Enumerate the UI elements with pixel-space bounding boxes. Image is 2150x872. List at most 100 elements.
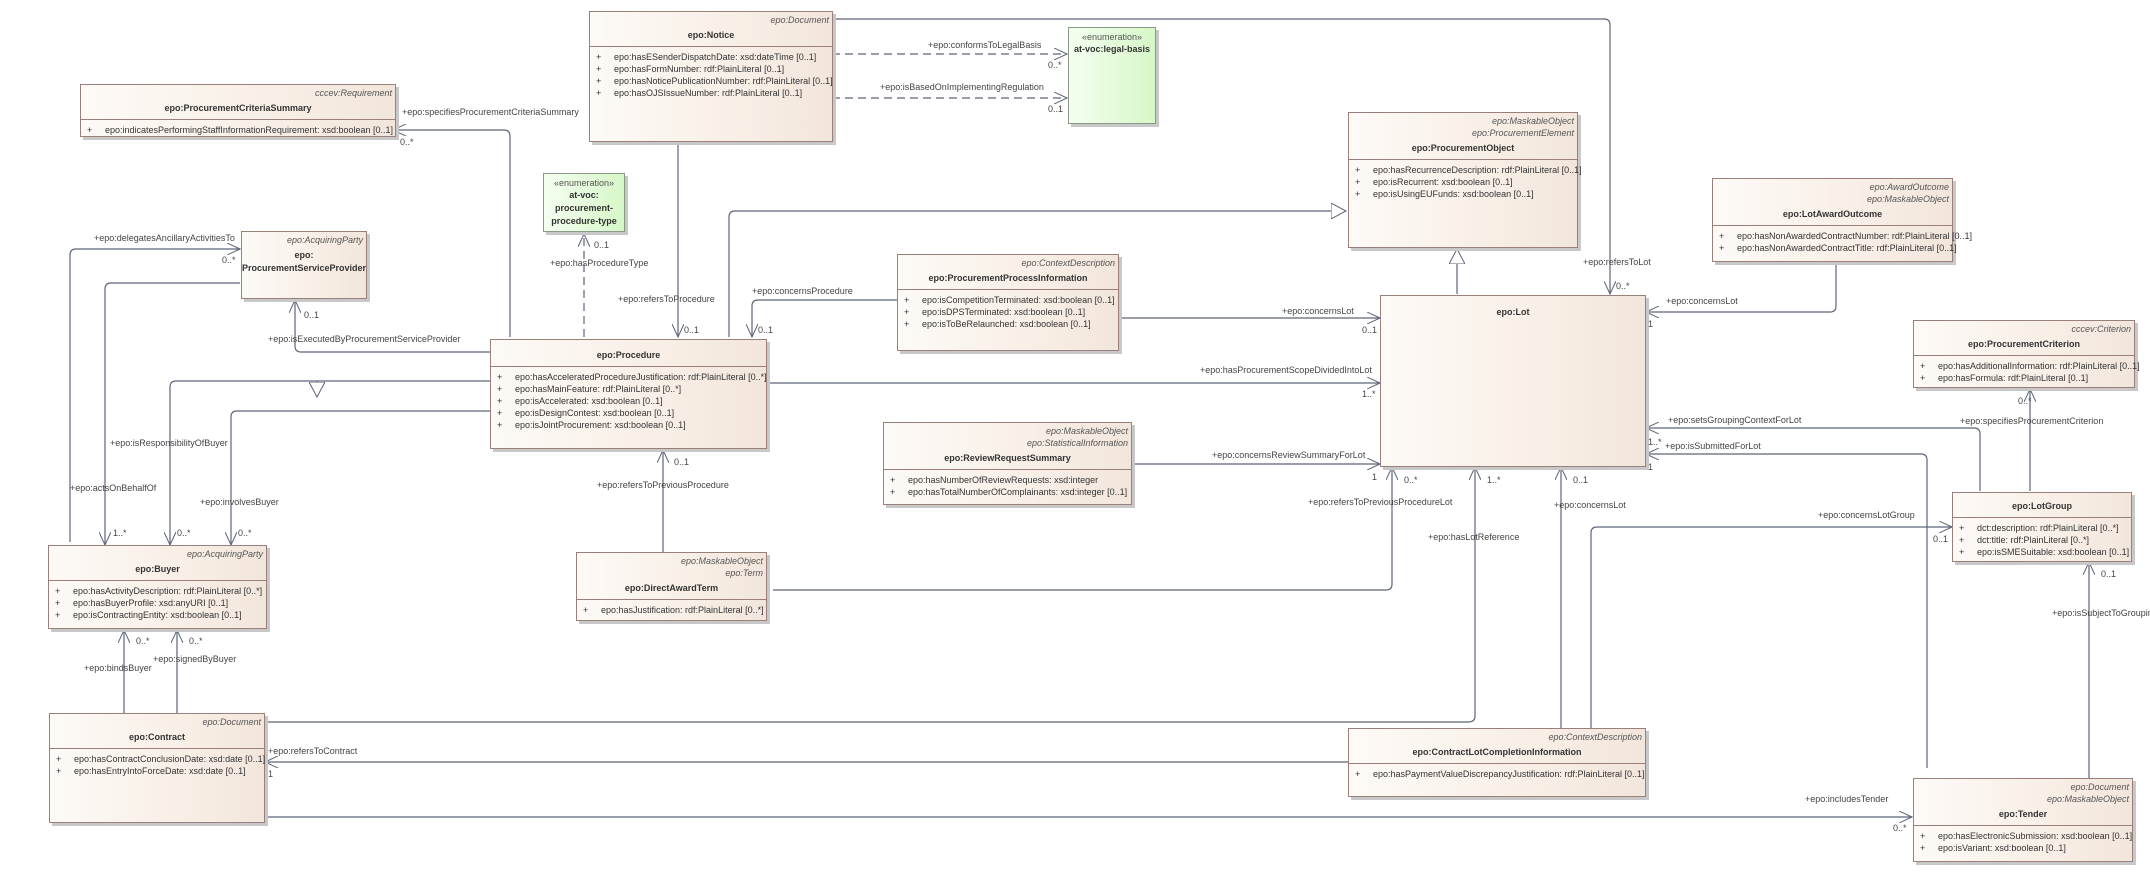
class-procurement-criterion[interactable]: cccev:Criterion epo:ProcurementCriterion…: [1913, 320, 2140, 388]
mult-refersToPreviousProcedure: 0..1: [674, 457, 690, 467]
mult-actsOnBehalfOf: 1..*: [113, 528, 127, 538]
attribute: +epo:hasFormNumber: rdf:PlainLiteral [0.…: [596, 64, 785, 74]
class-name: epo:ProcurementObject: [1411, 143, 1515, 153]
edge-concernsProcedure: [752, 299, 897, 337]
class-name: epo:Buyer: [135, 564, 180, 574]
edge-concernsLotGroup: [1590, 527, 1952, 728]
class-name: epo:ProcurementCriteriaSummary: [164, 103, 312, 113]
label-concernsLot-clci: +epo:concernsLot: [1554, 500, 1626, 510]
class-name: at-voc:legal-basis: [1073, 44, 1151, 54]
class-procurement-process-information[interactable]: epo:ContextDescription epo:ProcurementPr…: [897, 254, 1119, 351]
mult-concernsLot-ppi: 0..1: [1362, 325, 1378, 335]
mult-signedByBuyer: 0..*: [189, 636, 203, 646]
stereotype: epo:MaskableObject: [680, 556, 763, 566]
class-buyer[interactable]: epo:AcquiringParty epo:Buyer +epo:hasAct…: [48, 545, 267, 629]
label-isResponsibilityOfBuyer: +epo:isResponsibilityOfBuyer: [110, 438, 228, 448]
label-concernsReviewSummaryForLot: +epo:concernsReviewSummaryForLot: [1212, 450, 1366, 460]
edge-actsOnBehalfOf: [105, 282, 240, 545]
attribute: +epo:isVariant: xsd:boolean [0..1]: [1920, 843, 2066, 853]
class-name: epo:ProcurementProcessInformation: [928, 273, 1088, 283]
label-actsOnBehalfOf: +epo:actsOnBehalfOf: [70, 483, 157, 493]
attribute: +epo:isContractingEntity: xsd:boolean [0…: [55, 610, 242, 620]
label-refersToLot: +epo:refersToLot: [1583, 257, 1651, 267]
label-isExecutedByProcurementServiceProvider: +epo:isExecutedByProcurementServiceProvi…: [268, 334, 461, 344]
stereotype: epo:Document: [202, 717, 261, 727]
edge-isResponsibilityOfBuyer: [170, 380, 490, 545]
class-procurement-object[interactable]: epo:MaskableObject epo:ProcurementElemen…: [1348, 112, 1582, 248]
edge-specifiesProcurementCriteriaSummary: [393, 130, 511, 337]
mult-conformsToLegalBasis: 0..*: [1048, 60, 1062, 70]
class-tender[interactable]: epo:Document epo:MaskableObject epo:Tend…: [1913, 778, 2133, 862]
label-isBasedOnImplementingRegulation: +epo:isBasedOnImplementingRegulation: [880, 82, 1044, 92]
class-name: epo:Tender: [1998, 809, 2048, 819]
class-name: epo:DirectAwardTerm: [624, 583, 719, 593]
label-specifiesProcurementCriteriaSummary: +epo:specifiesProcurementCriteriaSummary: [402, 107, 579, 117]
class-name-line: procurement-: [554, 203, 613, 213]
class-name: epo:ReviewRequestSummary: [944, 453, 1071, 463]
class-direct-award-term[interactable]: epo:MaskableObject epo:Term epo:DirectAw…: [576, 552, 767, 621]
attribute-list: +epo:hasNumberOfReviewRequests: xsd:inte…: [884, 469, 1131, 502]
mult-hasProcurementScopeDividedIntoLot: 1..*: [1362, 389, 1376, 399]
label-specifiesProcurementCriterion: +epo:specifiesProcurementCriterion: [1960, 416, 2104, 426]
attribute: +epo:isCompetitionTerminated: xsd:boolea…: [904, 295, 1115, 305]
class-name: epo:Procedure: [596, 350, 661, 360]
attribute-list: +epo:hasESenderDispatchDate: xsd:dateTim…: [590, 46, 833, 103]
attribute-list: +epo:isCompetitionTerminated: xsd:boolea…: [898, 289, 1118, 334]
label-delegatesAncillaryActivitiesTo: +epo:delegatesAncillaryActivitiesTo: [94, 233, 235, 243]
attribute: +epo:hasESenderDispatchDate: xsd:dateTim…: [596, 52, 817, 62]
stereotype: epo:MaskableObject: [1491, 116, 1574, 126]
edge-refersToPreviousProcedureLot: [773, 467, 1392, 591]
class-procedure[interactable]: epo:Procedure +epo:hasAcceleratedProcedu…: [490, 339, 767, 449]
attribute: +epo:hasNonAwardedContractNumber: rdf:Pl…: [1719, 231, 1972, 241]
attribute: +epo:isUsingEUFunds: xsd:boolean [0..1]: [1355, 189, 1534, 199]
attribute: +epo:hasJustification: rdf:PlainLiteral …: [583, 605, 764, 615]
stereotype: «enumeration»: [553, 178, 615, 188]
class-lot-award-outcome[interactable]: epo:AwardOutcome epo:MaskableObject epo:…: [1712, 178, 1972, 262]
label-setsGroupingContextForLot: +epo:setsGroupingContextForLot: [1668, 415, 1802, 425]
attribute: +epo:hasFormula: rdf:PlainLiteral [0..1]: [1920, 373, 2089, 383]
attribute: +epo:hasContractConclusionDate: xsd:date…: [56, 754, 266, 764]
class-lot-group[interactable]: epo:LotGroup +dct:description: rdf:Plain…: [1952, 492, 2132, 562]
attribute: +epo:isAccelerated: xsd:boolean [0..1]: [497, 396, 663, 406]
attribute-list: +epo:indicatesPerformingStaffInformation…: [81, 119, 395, 140]
attribute: +epo:hasAdditionalInformation: rdf:Plain…: [1920, 361, 2140, 371]
attribute: +epo:hasEntryIntoForceDate: xsd:date [0.…: [56, 766, 246, 776]
class-contract[interactable]: epo:Document epo:Contract +epo:hasContra…: [49, 713, 265, 823]
attribute: +dct:title: rdf:PlainLiteral [0..*]: [1959, 535, 2090, 545]
mult-isResponsibilityOfBuyer: 0..*: [177, 528, 191, 538]
mult-specifiesProcurementCriteriaSummary: 0..*: [400, 137, 414, 147]
class-name: epo:LotGroup: [2012, 501, 2072, 511]
attribute: +epo:hasElectronicSubmission: xsd:boolea…: [1920, 831, 2133, 841]
class-review-request-summary[interactable]: epo:MaskableObject epo:StatisticalInform…: [883, 422, 1132, 505]
mult-includesTender: 0..*: [1893, 823, 1907, 833]
label-signedByBuyer: +epo:signedByBuyer: [153, 654, 237, 664]
class-name-line: procedure-type: [551, 216, 617, 226]
stereotype: epo:Term: [725, 568, 763, 578]
edge-setsGroupingContextForLot: [1646, 428, 1981, 491]
attribute: +epo:isDPSTerminated: xsd:boolean [0..1]: [904, 307, 1086, 317]
stereotype: epo:MaskableObject: [2046, 794, 2129, 804]
attribute: +epo:isRecurrent: xsd:boolean [0..1]: [1355, 177, 1513, 187]
edge-isExecutedByProcurementServiceProvider: [295, 300, 492, 353]
stereotype: epo:AwardOutcome: [1869, 182, 1949, 192]
class-procurement-criteria-summary[interactable]: cccev:Requirement epo:ProcurementCriteri…: [80, 84, 396, 137]
enum-legal-basis[interactable]: «enumeration» at-voc:legal-basis: [1068, 27, 1156, 124]
class-contract-lot-completion-information[interactable]: epo:ContextDescription epo:ContractLotCo…: [1348, 728, 1646, 797]
label-includesTender: +epo:includesTender: [1805, 794, 1889, 804]
label-refersToPreviousProcedureLot: +epo:refersToPreviousProcedureLot: [1308, 497, 1453, 507]
edge-hasLotReference: [265, 467, 1475, 723]
class-notice[interactable]: epo:Document epo:Notice +epo:hasESenderD…: [589, 11, 833, 142]
label-hasProcedureType: +epo:hasProcedureType: [550, 258, 649, 268]
edge-procedure-to-procurementobject: [728, 211, 1346, 337]
mult-involvesBuyer: 0..*: [238, 528, 252, 538]
class-lot[interactable]: epo:Lot: [1380, 295, 1646, 467]
stereotype: «enumeration»: [1081, 32, 1143, 42]
enum-procurement-procedure-type[interactable]: «enumeration» at-voc: procurement- proce…: [543, 173, 625, 232]
stereotype: cccev:Requirement: [314, 88, 392, 98]
label-refersToProcedure: +epo:refersToProcedure: [618, 294, 715, 304]
stereotype: epo:ContextDescription: [1021, 258, 1115, 268]
stereotype: epo:StatisticalInformation: [1026, 438, 1128, 448]
class-procurement-service-provider[interactable]: epo:AcquiringParty epo: ProcurementServi…: [241, 231, 367, 299]
mult-hasProcedureType: 0..1: [594, 240, 610, 250]
